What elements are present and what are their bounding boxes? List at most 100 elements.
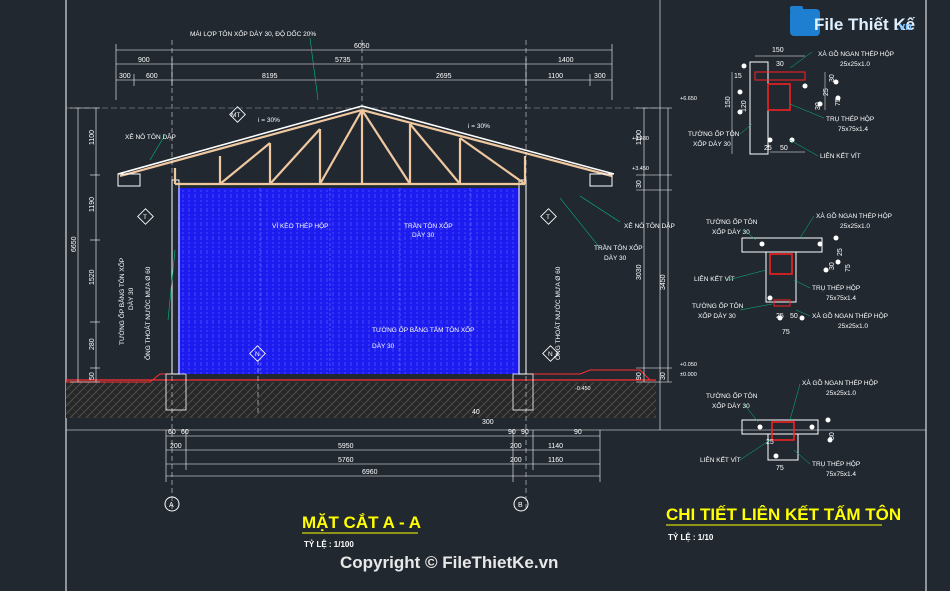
d1-beam-size: 25x25x1.0 — [840, 61, 870, 68]
column-right — [518, 179, 527, 375]
dim-right-4: 3030 — [636, 264, 643, 280]
dim-left-5: 50 — [89, 372, 96, 380]
note-roof: MÁI LỢP TÔN XỐP DÀY 30, ĐỘ DỐC 20% — [190, 28, 316, 38]
note-ceiling-right: TRẦN TÔN XỐP — [594, 242, 643, 252]
note-gutter-right: XÊ NÔ TÔN DẬP — [624, 221, 675, 230]
ground-hatch — [66, 382, 656, 418]
d3-beam-size: 25x25x1.0 — [826, 390, 856, 397]
dim-top-4: 1400 — [558, 57, 574, 64]
dim-top-7: 8195 — [262, 73, 278, 80]
d3-beam: XÀ GỒ NGAN THÉP HỘP — [802, 377, 878, 387]
d1-dim-5: 25 — [764, 145, 772, 152]
axis-label-a: A — [169, 502, 174, 509]
note-pipe-left: ỐNG THOÁT NƯỚC MƯA Ø 60 — [142, 266, 152, 360]
note-wall-left: TƯỜNG ỐP BẰNG TÔN XỐP — [116, 258, 126, 345]
d2-beam: XÀ GỒ NGAN THÉP HỘP — [816, 210, 892, 220]
note-ceiling-right-2: DÀY 30 — [604, 253, 627, 262]
gutter-right — [589, 173, 613, 187]
dim-bottom-2: 60 — [181, 429, 189, 436]
d2-screw: LIÊN KẾT VÍT — [694, 273, 735, 283]
marker-t-left: T — [143, 214, 147, 221]
d1-screw: LIÊN KẾT VÍT — [820, 150, 861, 160]
elev-4: +0.050 — [680, 362, 697, 368]
dim-right-3: 3450 — [660, 274, 667, 290]
elev-1: +6.650 — [680, 96, 697, 102]
dim-bottom-15: 200 — [510, 457, 522, 464]
d2-wall-2: XỐP DÀY 30 — [712, 226, 750, 236]
dim-bottom-10: 5950 — [338, 443, 354, 450]
top-dim-lines — [115, 44, 613, 100]
dim-bottom-11: 5760 — [338, 457, 354, 464]
d2-beam-b-size: 25x25x1.0 — [838, 323, 868, 330]
roof-truss — [119, 108, 613, 186]
note-pipe-right: ỐNG THOÁT NƯỚC MƯA Ø 60 — [552, 266, 562, 360]
dim-bottom-14: 200 — [510, 443, 522, 450]
d1-column: TRỤ THÉP HỘP — [826, 114, 874, 123]
elev-3: +3.450 — [632, 166, 649, 172]
ruler-markers — [137, 106, 559, 362]
marker-n-left: N — [255, 351, 260, 358]
d1-dim-1: 150 — [772, 47, 784, 54]
dim-left-6: 6650 — [71, 236, 78, 252]
note-ceiling: TRẦN TÔN XỐP — [404, 220, 453, 230]
d1-dim-6: 50 — [780, 145, 788, 152]
d3-dim-1: 25 — [766, 439, 774, 446]
note-wall-left-2: DÀY 30 — [126, 287, 135, 310]
d3-column-size: 75x75x1.4 — [826, 471, 856, 478]
marker-t-right: T — [546, 214, 550, 221]
d2-dim-3: 75 — [845, 264, 852, 272]
dim-left-3: 1520 — [89, 269, 96, 285]
right-dim-lines — [636, 107, 672, 383]
d2-dim-5: 25 — [837, 248, 844, 256]
d2-dim-6: 75 — [782, 329, 790, 336]
dim-top-8: 2695 — [436, 73, 452, 80]
dim-bottom-6: 90 — [521, 429, 529, 436]
column-left — [171, 179, 180, 375]
dim-top-3: 900 — [138, 57, 150, 64]
dim-right-1: 1100 — [636, 130, 643, 145]
elev-6: -0.450 — [575, 386, 591, 392]
copyright-text: Copyright © FileThietKe.vn — [340, 553, 558, 572]
dim-bottom-3: 40 — [472, 409, 480, 416]
dim-bottom-4: 300 — [482, 419, 494, 426]
d3-screw: LIÊN KẾT VÍT — [700, 454, 741, 464]
dim-bottom-12: 6960 — [362, 469, 378, 476]
d1-dim-9: 25 — [823, 88, 830, 96]
dim-top-9: 1100 — [548, 73, 563, 80]
dim-top-10: 300 — [594, 73, 606, 80]
axis-bubble-a — [164, 496, 180, 512]
dim-top-2: 5735 — [335, 57, 351, 64]
note-wall: TƯỜNG ỐP BẰNG TẤM TÔN XỐP — [372, 324, 475, 334]
note-gutter-left: XÊ NÔ TÔN DẬP — [125, 132, 176, 141]
d3-wall: TƯỜNG ỐP TÔN — [706, 390, 758, 400]
folder-icon — [790, 9, 820, 36]
dim-bottom-9: 200 — [170, 443, 182, 450]
dim-right-5: 90 — [636, 372, 643, 380]
d1-wall-2: XỐP DÀY 30 — [693, 138, 731, 148]
d2-column: TRỤ THÉP HỘP — [812, 283, 860, 292]
detail-3: 25 30 75 XÀ GỒ NGAN THÉP HỘP 25x25x1.0 T… — [666, 377, 901, 542]
d1-beam: XÀ GỒ NGAN THÉP HỘP — [818, 48, 894, 58]
dim-left-1: 1100 — [89, 130, 96, 145]
marker-n-right: N — [548, 351, 553, 358]
detail-title: CHI TIẾT LIÊN KẾT TẤM TÔN — [666, 505, 901, 524]
detail-1: 150 30 120 150 25 50 75 30 25 30 15 XÀ G… — [688, 47, 894, 160]
dim-top-1: 6050 — [354, 43, 370, 50]
logo-brand: File Thiết Kế — [814, 15, 916, 34]
d3-wall-2: XỐP DÀY 30 — [712, 400, 750, 410]
section-drawing: MT T T N N 6050 5735 900 1400 300 600 81… — [66, 28, 697, 549]
d1-dim-4: 150 — [725, 96, 732, 108]
note-ceiling-2: DÀY 30 — [412, 230, 435, 239]
dim-top-6: 600 — [146, 73, 158, 80]
d2-wall: TƯỜNG ỐP TÔN — [706, 216, 758, 226]
d2-wall-b: TƯỜNG ỐP TÔN — [692, 300, 744, 310]
elev-2: +4.480 — [632, 136, 649, 142]
d1-column-size: 75x75x1.4 — [838, 126, 868, 133]
d2-beam-b: XÀ GỒ NGAN THÉP HỘP — [812, 310, 888, 320]
gutter-left — [117, 173, 141, 187]
detail-scale: TỶ LỆ : 1/10 — [668, 533, 714, 542]
dim-right-6: 30 — [660, 372, 667, 380]
logo-tld: .vn — [896, 21, 912, 33]
elev-5: ±0.000 — [680, 372, 697, 378]
